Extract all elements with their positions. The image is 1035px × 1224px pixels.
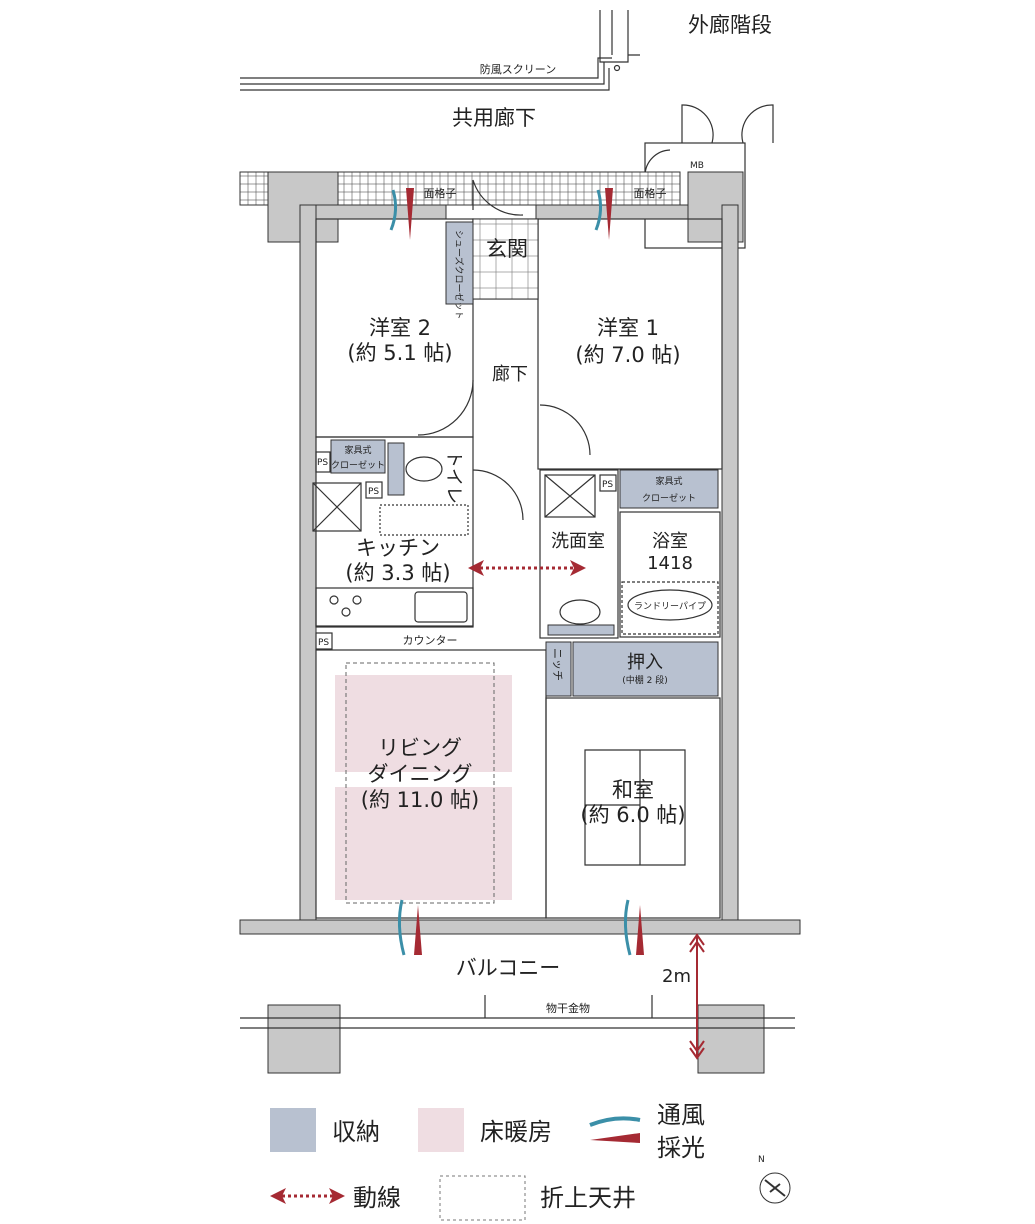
living-label-1: リビング — [378, 736, 462, 760]
japanese-room-label: 和室 — [612, 778, 654, 802]
legend-ventilation-icon — [589, 1116, 641, 1127]
balcony-rail — [240, 995, 795, 1029]
legend-daylight-label: 採光 — [657, 1134, 705, 1162]
living-label-2: ダイニング — [368, 762, 473, 786]
legend: 収納 床暖房 通風 採光 動線 折上天井 N — [270, 1101, 791, 1221]
oshiire-note: (中棚 2 段) — [622, 674, 667, 686]
outer-stairs: 外廊階段 — [599, 10, 772, 63]
ventilation-light-marks — [389, 188, 644, 956]
entrance-tile — [472, 218, 539, 300]
shoe-closet-label: シューズクローゼット — [453, 230, 465, 320]
closet-right-label-2: クローゼット — [642, 492, 696, 504]
compass-icon: N — [758, 1155, 791, 1204]
depth-label: 2m — [662, 966, 691, 987]
western-room-2-label: 洋室 2 — [369, 316, 431, 340]
svg-text:PS: PS — [318, 638, 329, 648]
svg-text:PS: PS — [602, 480, 613, 490]
closet-right-label-1: 家具式 — [655, 475, 682, 487]
legend-circulation-label: 動線 — [353, 1184, 401, 1212]
western-room-2-size: (約 5.1 帖) — [347, 341, 452, 365]
oshiire-label: 押入 — [627, 652, 663, 673]
toilet-label: トイレ — [443, 450, 464, 504]
pipe-spaces: PS PS PS PS — [315, 451, 617, 650]
legend-ventilation-label: 通風 — [657, 1101, 705, 1129]
walls — [239, 171, 801, 1074]
depth-dimension: 2m — [662, 933, 705, 1060]
toilet-tank — [387, 442, 405, 496]
japanese-room-size: (約 6.0 帖) — [580, 803, 685, 827]
closet-right — [619, 469, 719, 509]
circulation-arrow — [468, 560, 586, 576]
washroom-label: 洗面室 — [551, 531, 605, 552]
closet-left-label-2: クローゼット — [331, 459, 385, 471]
bath-size: 1418 — [647, 553, 693, 574]
legend-circulation-icon — [270, 1188, 345, 1204]
lattice-right-label: 面格子 — [634, 186, 667, 200]
legend-daylight-icon — [590, 1133, 640, 1143]
svg-text:PS: PS — [368, 487, 379, 497]
closet-left — [330, 439, 386, 474]
drying-hardware-label: 物干金物 — [546, 1001, 590, 1015]
tatami-mats — [584, 749, 686, 866]
common-corridor-label: 共用廊下 — [452, 106, 536, 130]
floor-heating-area — [335, 787, 512, 900]
wind-screen-label: 防風スクリーン — [480, 62, 556, 76]
legend-floor-heating-swatch — [418, 1108, 464, 1152]
mb-label: MB — [690, 161, 704, 171]
living-size: (約 11.0 帖) — [361, 788, 480, 812]
western-room-1-size: (約 7.0 帖) — [575, 343, 680, 367]
western-room-1-label: 洋室 1 — [597, 316, 659, 340]
legend-storage-label: 収納 — [332, 1118, 380, 1146]
svg-text:PS: PS — [317, 458, 328, 468]
room-outlines — [315, 179, 723, 919]
oshiire — [572, 641, 719, 697]
kitchen-size: (約 3.3 帖) — [345, 561, 450, 585]
counter-label: カウンター — [403, 634, 458, 647]
floor-heating-area — [335, 675, 512, 772]
lattice-left-label: 面格子 — [424, 186, 457, 200]
bath-fixtures — [544, 474, 719, 636]
kitchen-label: キッチン — [356, 536, 440, 560]
legend-coffered-swatch — [439, 1175, 526, 1221]
shoe-closet — [445, 221, 474, 305]
niche — [545, 641, 572, 697]
legend-floor-heating-label: 床暖房 — [480, 1118, 552, 1146]
kitchen-fixtures — [312, 482, 474, 627]
legend-storage-swatch — [270, 1108, 316, 1152]
hallway-label: 廊下 — [492, 364, 528, 385]
outer-stairs-label: 外廊階段 — [688, 13, 772, 37]
north-label: N — [758, 1155, 765, 1165]
coffered-ceiling-area — [345, 662, 495, 904]
legend-coffered-label: 折上天井 — [540, 1184, 636, 1212]
niche-label: ニッチ — [551, 648, 564, 681]
entrance-label: 玄関 — [486, 237, 528, 261]
bathroom-label: 浴室 — [652, 531, 688, 552]
balcony-label: バルコニー — [456, 956, 561, 980]
closet-left-label-1: 家具式 — [344, 444, 371, 456]
toilet-bowl — [405, 456, 443, 482]
wind-screen: 防風スクリーン — [240, 57, 621, 91]
laundry-pipe-label: ランドリーパイプ — [634, 601, 706, 612]
